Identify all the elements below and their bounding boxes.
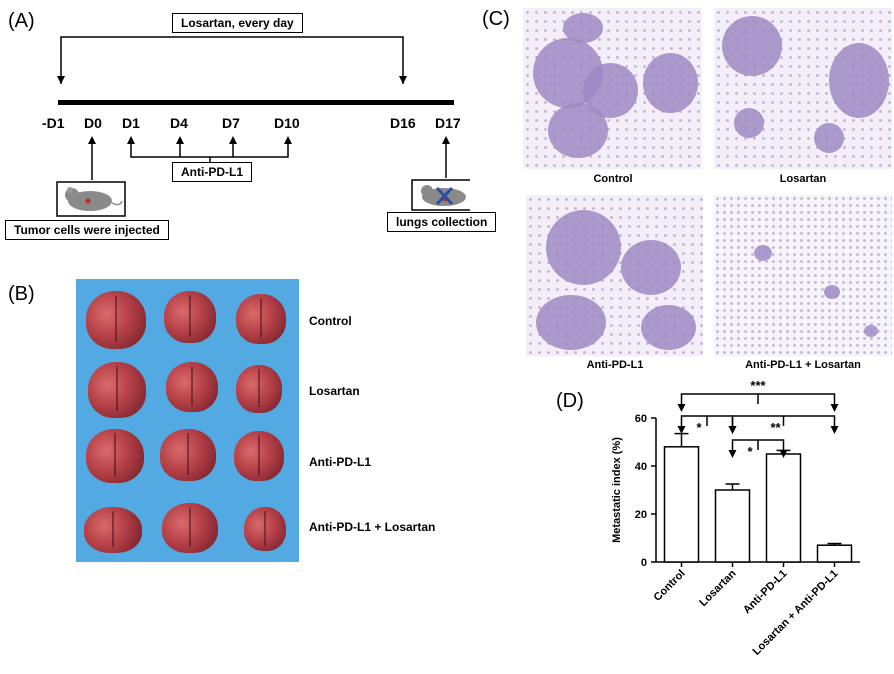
timeline-bar <box>58 100 454 105</box>
panel-b-label: (B) <box>8 283 35 305</box>
lungs-collection-box: lungs collection <box>387 212 497 232</box>
arrowhead <box>830 426 839 434</box>
y-axis-label: Metastatic index (%) <box>611 437 623 543</box>
antipd-schedule-box: Anti-PD-L1 <box>172 162 252 182</box>
lung-specimen <box>236 365 282 413</box>
histology-anti-pd-l1 <box>526 195 703 356</box>
histology-caption: Control <box>593 173 633 185</box>
x-tick-label: Control <box>651 568 687 604</box>
losartan-schedule-box: Losartan, every day <box>172 13 303 33</box>
lung-specimen <box>164 291 216 343</box>
significance-label: * <box>747 444 753 459</box>
day-label: D10 <box>274 115 300 131</box>
antipd-bracket <box>130 140 289 158</box>
group-label: Anti-PD-L1 + Losartan <box>309 520 436 534</box>
arrowhead <box>779 450 788 458</box>
y-tick-label: 20 <box>635 509 647 521</box>
group-label: Control <box>309 314 352 328</box>
x-tick-label: Losartan + Anti-PD-L1 <box>751 568 841 658</box>
lung-specimen <box>88 362 146 418</box>
x-tick-label: Losartan <box>697 567 739 609</box>
lung-specimen <box>234 431 284 481</box>
significance-label: *** <box>750 378 766 393</box>
arrowhead <box>728 426 737 434</box>
day-label: D16 <box>390 115 416 131</box>
arrowhead <box>728 450 737 458</box>
arrowhead <box>677 404 686 412</box>
histology-caption: Anti-PD-L1 + Losartan <box>745 359 861 371</box>
lung-specimen <box>160 429 216 481</box>
bar <box>816 544 853 563</box>
lung-specimen <box>166 362 218 412</box>
significance-label: ** <box>770 420 781 435</box>
day-label: D0 <box>84 115 102 131</box>
bar <box>663 446 700 563</box>
histology-caption: Anti-PD-L1 <box>586 359 644 371</box>
day-label: D1 <box>122 115 140 131</box>
bar <box>714 489 751 563</box>
y-tick-label: 40 <box>635 461 647 473</box>
lung-specimen <box>236 294 286 344</box>
arrowhead <box>830 404 839 412</box>
group-label: Losartan <box>309 384 360 398</box>
day-label: D17 <box>435 115 461 131</box>
arrowhead <box>677 426 686 434</box>
histology-losartan <box>714 8 892 169</box>
lung-photograph <box>76 279 299 562</box>
lung-specimen <box>86 291 146 349</box>
timeline-diagram <box>56 36 470 217</box>
panel-c-label: (C) <box>482 8 510 30</box>
day-label: D7 <box>222 115 240 131</box>
lung-specimen <box>244 507 286 551</box>
histology-combination <box>714 195 892 356</box>
day-label: D4 <box>170 115 188 131</box>
day-label: -D1 <box>42 115 65 131</box>
mouse-injected-icon <box>56 181 126 217</box>
panel-a-label: (A) <box>8 10 35 32</box>
lung-specimen <box>84 507 142 553</box>
bar <box>765 453 802 563</box>
y-tick-label: 60 <box>635 413 647 425</box>
x-tick-label: Anti-PD-L1 <box>741 568 790 617</box>
histology-control <box>523 8 702 169</box>
group-label: Anti-PD-L1 <box>309 455 371 469</box>
lung-specimen <box>86 429 144 483</box>
losartan-bracket <box>60 36 404 84</box>
panel-d-label: (D) <box>556 390 584 412</box>
lung-specimen <box>162 503 218 553</box>
histology-caption: Losartan <box>779 173 827 185</box>
significance-label: * <box>696 420 702 435</box>
tumor-injection-box: Tumor cells were injected <box>5 220 169 240</box>
mouse-sacrificed-icon <box>411 179 470 211</box>
y-tick-label: 0 <box>641 557 647 569</box>
